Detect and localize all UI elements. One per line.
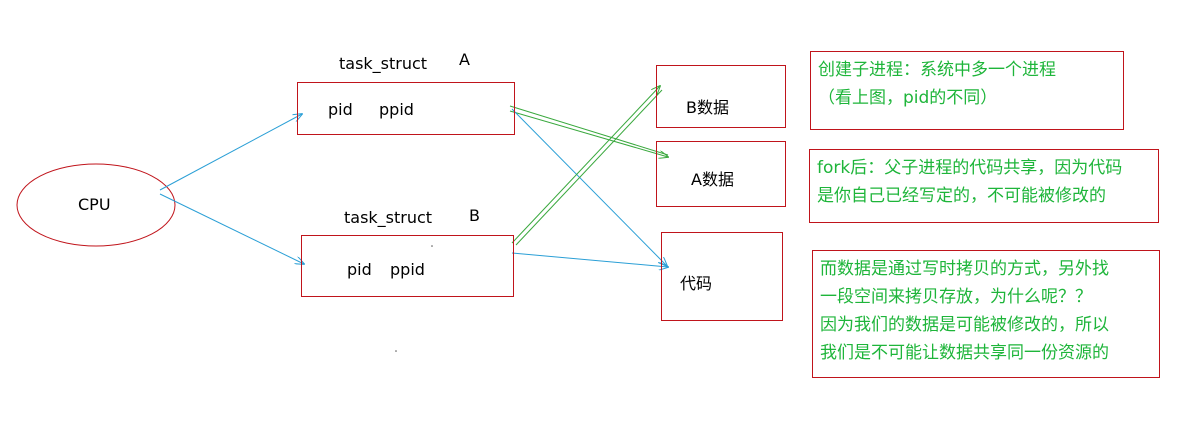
arrow-task-b-to-code [511,252,668,267]
task-a-ppid: ppid [379,100,414,119]
note1-line2: （看上图，pid的不同） [818,88,998,108]
note3-line1: 而数据是通过写时拷贝的方式，另外找 [820,259,1109,279]
task-struct-a-box [297,82,515,135]
note-create-child: 创建子进程：系统中多一个进程 （看上图，pid的不同） [810,51,1124,130]
task-b-pid: pid [347,260,372,279]
arrow-cpu-to-task-b [159,193,304,264]
note3-line3: 因为我们的数据是可能被修改的，所以 [820,315,1109,335]
stray-dot [431,245,433,247]
note1-line1: 创建子进程：系统中多一个进程 [818,60,1056,80]
note-copy-on-write: 而数据是通过写时拷贝的方式，另外找 一段空间来拷贝存放，为什么呢？？ 因为我们的… [812,250,1160,378]
task-b-title: task_struct [344,208,433,227]
a-data-label: A数据 [691,170,734,189]
task-b-ppid: ppid [390,260,425,279]
note3-line4: 我们是不可能让数据共享同一份资源的 [820,343,1109,363]
cpu-label: CPU [78,195,111,214]
arrow-task-a-to-a-data-2 [509,105,669,156]
task-a-tag: A [459,50,470,69]
note2-line1: fork后：父子进程的代码共享，因为代码 [817,158,1123,178]
b-data-box [656,65,786,128]
note-fork-code-shared: fork后：父子进程的代码共享，因为代码 是你自己已经写定的，不可能被修改的 [809,149,1159,223]
arrow-cpu-to-task-a [159,114,302,191]
stray-dot-2 [395,350,397,352]
arrow-task-b-to-b-data-2 [515,89,663,246]
arrow-task-b-to-b-data [511,86,660,244]
note2-line2: 是你自己已经写定的，不可能被修改的 [817,186,1106,206]
cpu-ellipse [16,163,176,247]
b-data-label: B数据 [686,98,729,117]
code-label: 代码 [680,274,713,293]
task-b-tag: B [469,206,480,225]
task-a-title: task_struct [339,54,428,73]
note3-line2: 一段空间来拷贝存放，为什么呢？？ [820,287,1092,307]
task-a-pid: pid [328,100,353,119]
arrow-task-a-to-a-data [509,110,668,157]
code-box [661,232,783,321]
task-struct-b-box [301,235,514,297]
a-data-box [656,141,786,207]
arrow-task-a-to-code [511,108,667,266]
